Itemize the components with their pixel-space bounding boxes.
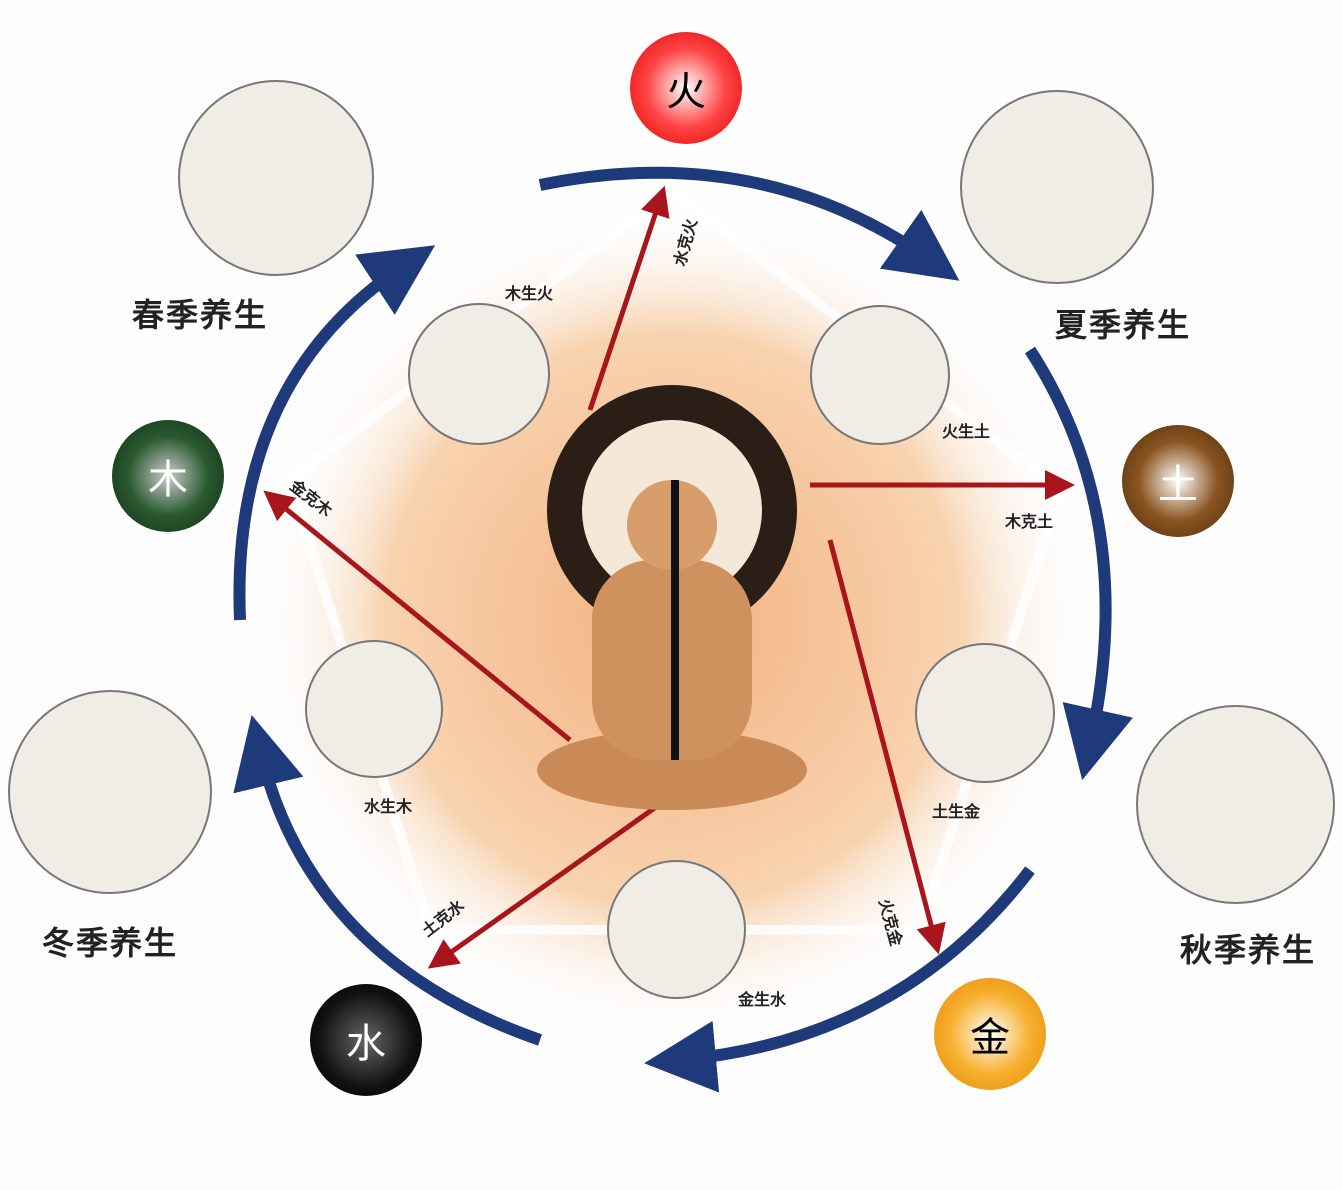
- element-metal: 金: [934, 978, 1046, 1090]
- label-wood-generates-fire: 木生火: [505, 284, 554, 303]
- wood-fire-illustration: [408, 303, 550, 445]
- label-wood-controls-earth: 木克土: [1005, 512, 1054, 531]
- earth-metal-illustration: [915, 643, 1055, 783]
- season-winter: 冬季养生: [42, 924, 179, 962]
- element-fire: 火: [630, 32, 742, 144]
- element-wood: 木: [112, 420, 224, 532]
- label-earth-generates-metal: 土生金: [932, 802, 981, 821]
- controlling-arrows: [263, 185, 1075, 969]
- summer-illustration: [960, 90, 1154, 284]
- season-spring: 春季养生: [132, 296, 269, 334]
- element-water: 水: [310, 984, 422, 1096]
- metal-water-illustration: [607, 860, 746, 999]
- season-summer: 夏季养生: [1055, 306, 1192, 344]
- spring-illustration: [178, 80, 374, 276]
- label-fire-generates-earth: 火生土: [942, 422, 991, 441]
- label-water-generates-wood: 水生木: [364, 797, 413, 816]
- element-earth: 土: [1122, 425, 1234, 537]
- season-autumn: 秋季养生: [1180, 931, 1317, 969]
- generating-cycle-arrows: [233, 166, 1133, 1093]
- water-wood-illustration: [305, 640, 443, 778]
- winter-illustration: [8, 690, 212, 894]
- label-metal-generates-water: 金生水: [738, 990, 787, 1009]
- autumn-illustration: [1136, 705, 1335, 904]
- meditating-figure: [537, 730, 807, 810]
- fire-earth-illustration: [810, 305, 950, 445]
